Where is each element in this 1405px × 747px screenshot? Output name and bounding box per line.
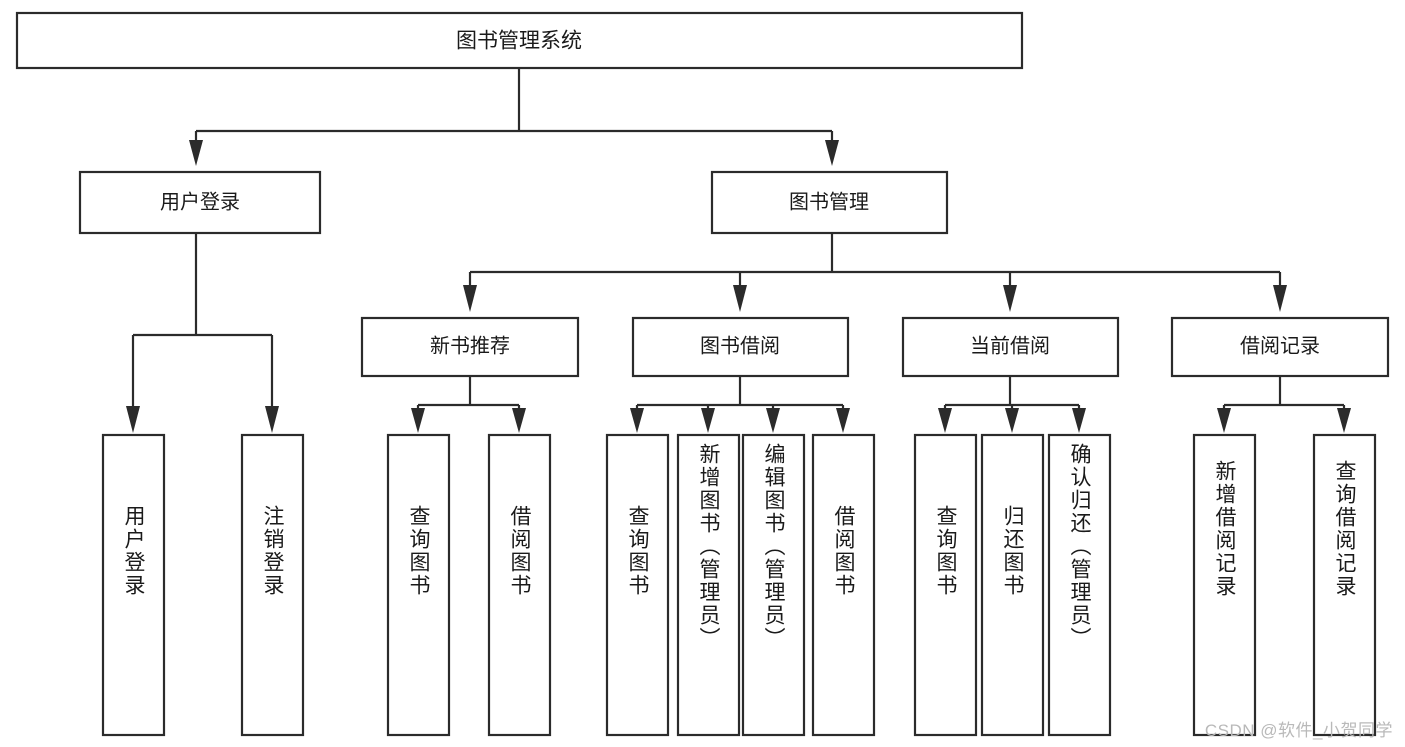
node-book-borrow[interactable]: 图书借阅 [631, 316, 850, 378]
arrow-head-leaf-query-book-1 [411, 408, 425, 433]
node-root-label: 图书管理系统 [456, 30, 582, 53]
node-current-borrow[interactable]: 当前借阅 [901, 316, 1120, 378]
node-leaf-user-login-box[interactable] [101, 433, 166, 737]
node-book-borrow-label: 图书借阅 [700, 334, 780, 357]
node-leaf-query-book-3-box[interactable] [913, 433, 978, 737]
node-new-book-rec-label: 新书推荐 [430, 334, 510, 357]
arrow-head-leaf-add-book [701, 408, 715, 433]
arrow-head-leaf-borrow-book-1 [512, 408, 526, 433]
arrow-head-new-book-rec [463, 285, 477, 312]
node-leaf-borrow-book-1-box[interactable] [487, 433, 552, 737]
node-leaf-add-book-box[interactable] [676, 433, 741, 737]
arrow-head-leaf-confirm-return [1072, 408, 1086, 433]
node-user-login-box[interactable] [78, 170, 322, 235]
arrow-head-book-manage [825, 140, 839, 166]
leaf-boxes [101, 433, 1377, 737]
arrow-head-leaf-query-book-2 [630, 408, 644, 433]
node-new-book-rec[interactable]: 新书推荐 [360, 316, 580, 378]
node-root[interactable]: 图书管理系统 [15, 11, 1024, 70]
node-book-borrow-box[interactable] [631, 316, 850, 378]
node-borrow-record[interactable]: 借阅记录 [1170, 316, 1390, 378]
node-root-box[interactable] [15, 11, 1024, 70]
node-leaf-edit-book-box[interactable] [741, 433, 806, 737]
arrow-head-leaf-add-record [1217, 408, 1231, 433]
connector-group-borrow-record [1217, 376, 1351, 433]
node-book-manage-label: 图书管理 [789, 190, 869, 213]
node-new-book-rec-box[interactable] [360, 316, 580, 378]
arrow-head-leaf-query-book-3 [938, 408, 952, 433]
connector-group-user-login [126, 233, 279, 433]
node-borrow-record-label: 借阅记录 [1240, 334, 1320, 357]
node-leaf-query-record-box[interactable] [1312, 433, 1377, 737]
node-book-manage[interactable]: 图书管理 [710, 170, 949, 235]
node-leaf-query-book-1-box[interactable] [386, 433, 451, 737]
arrow-head-leaf-edit-book [766, 408, 780, 433]
arrow-head-leaf-query-record [1337, 408, 1351, 433]
arrow-head-leaf-user-login [126, 406, 140, 433]
node-user-login[interactable]: 用户登录 [78, 170, 322, 235]
arrow-head-borrow-record [1273, 285, 1287, 312]
connector-group-current-borrow [938, 376, 1086, 433]
arrow-head-leaf-return-book [1005, 408, 1019, 433]
node-leaf-logout-box[interactable] [240, 433, 305, 737]
arrow-head-leaf-logout [265, 406, 279, 433]
connector-group-book-manage [463, 233, 1287, 312]
connector-group-new-book-rec [411, 376, 526, 433]
node-user-login-label: 用户登录 [160, 190, 240, 213]
node-borrow-record-box[interactable] [1170, 316, 1390, 378]
arrow-head-user-login [189, 140, 203, 166]
arrow-head-book-borrow [733, 285, 747, 312]
connector-group-book-borrow [630, 376, 850, 433]
node-leaf-query-book-2-box[interactable] [605, 433, 670, 737]
csdn-watermark: CSDN @软件_小贺同学 [1204, 721, 1393, 740]
node-current-borrow-label: 当前借阅 [970, 334, 1050, 357]
arrow-head-current-borrow [1003, 285, 1017, 312]
node-leaf-borrow-book-2-box[interactable] [811, 433, 876, 737]
node-current-borrow-box[interactable] [901, 316, 1120, 378]
connector-group-root [189, 68, 839, 166]
node-leaf-return-book-box[interactable] [980, 433, 1045, 737]
node-leaf-add-record-box[interactable] [1192, 433, 1257, 737]
node-book-manage-box[interactable] [710, 170, 949, 235]
node-leaf-confirm-return-box[interactable] [1047, 433, 1112, 737]
arrow-head-leaf-borrow-book-2 [836, 408, 850, 433]
